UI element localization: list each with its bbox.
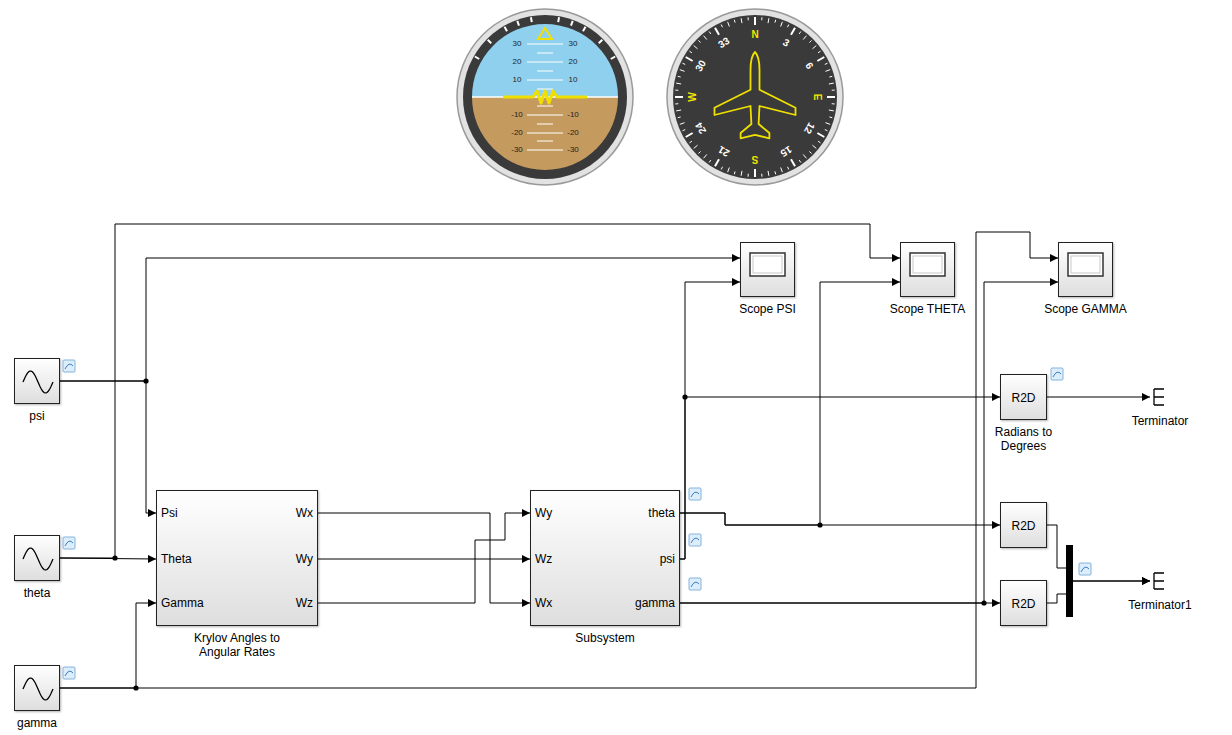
port-label: psi xyxy=(660,552,675,566)
port-label: Wz xyxy=(296,596,313,610)
gain-block: R2D xyxy=(1000,502,1047,548)
pitch-scale-number: -30 xyxy=(511,146,523,154)
block-name: Subsystem xyxy=(535,631,675,645)
port-label: Psi xyxy=(161,506,178,520)
sine-source-block: gamma xyxy=(14,665,60,711)
pitch-scale-number: 20 xyxy=(569,58,578,66)
compass-heading: 21 xyxy=(717,144,732,158)
block-name: Krylov Angles to Angular Rates xyxy=(172,631,302,659)
scope-screen-icon xyxy=(901,243,956,298)
port-label: theta xyxy=(648,506,675,520)
signal-line xyxy=(1047,397,1150,398)
signal-line xyxy=(680,513,1000,525)
signal-line xyxy=(60,381,156,513)
gain-block: R2D xyxy=(1000,580,1047,626)
pitch-scale-number: -20 xyxy=(511,129,523,137)
sine-wave-icon xyxy=(15,359,61,405)
terminator-symbol xyxy=(1150,384,1170,410)
scope-block: Scope PSI xyxy=(740,242,795,297)
pitch-scale-number: -10 xyxy=(567,111,579,119)
sine-source-block: psi xyxy=(14,358,60,404)
pitch-scale-number: 10 xyxy=(569,76,578,84)
block-label: R2D xyxy=(1001,391,1046,405)
subsystem-block: WyWzWxthetapsigammaSubsystem xyxy=(530,490,680,626)
pitch-scale-number: 10 xyxy=(513,76,522,84)
mux-bar xyxy=(1066,545,1073,617)
heading-indicator xyxy=(667,9,843,185)
compass-heading: W xyxy=(688,92,698,101)
pitch-scale-number: -10 xyxy=(511,111,523,119)
block-name: Terminator1 xyxy=(1128,598,1191,612)
block-name: gamma xyxy=(17,716,57,730)
signal-line xyxy=(318,513,530,603)
sine-wave-icon xyxy=(15,536,61,582)
block-name: Terminator xyxy=(1132,414,1189,428)
scope-block: Scope GAMMA xyxy=(1058,242,1113,297)
block-name: Scope GAMMA xyxy=(1044,302,1127,316)
gain-block: R2DRadians to Degrees xyxy=(1000,374,1047,420)
pitch-scale-number: -30 xyxy=(567,146,579,154)
port-label: Gamma xyxy=(161,596,204,610)
block-name: Radians to Degrees xyxy=(993,425,1055,453)
attitude-indicator xyxy=(457,9,633,185)
signal-line xyxy=(680,397,1000,559)
scope-screen-icon xyxy=(741,243,796,298)
block-name: Scope PSI xyxy=(739,302,796,316)
logging-badges xyxy=(63,360,1091,679)
sine-source-block: theta xyxy=(14,535,60,581)
compass-heading: 30 xyxy=(694,59,708,74)
signal-line xyxy=(680,282,1058,603)
branch-points xyxy=(112,378,986,690)
compass-heading: S xyxy=(752,154,759,164)
terminator-symbol xyxy=(1150,568,1170,594)
compass-heading: 3 xyxy=(781,38,791,49)
port-label: Wx xyxy=(296,506,313,520)
block-label: R2D xyxy=(1001,597,1046,611)
terminator-block: Terminator xyxy=(1150,384,1170,410)
signal-line xyxy=(318,513,530,603)
scope-screen-icon xyxy=(1059,243,1114,298)
port-label: gamma xyxy=(635,596,675,610)
terminator-block: Terminator1 xyxy=(1150,568,1170,594)
block-label: R2D xyxy=(1001,519,1046,533)
signal-line xyxy=(1047,525,1150,581)
port-label: Wy xyxy=(535,506,552,520)
block-name: theta xyxy=(24,586,51,600)
signal-line xyxy=(318,559,530,560)
signal-line xyxy=(60,232,1058,688)
pitch-scale-number: -20 xyxy=(567,129,579,137)
pitch-scale-number: 20 xyxy=(513,58,522,66)
port-label: Theta xyxy=(161,552,192,566)
compass-heading: 24 xyxy=(694,121,708,136)
compass-heading: 15 xyxy=(779,144,794,158)
compass-heading: N xyxy=(751,30,758,40)
subsystem-block: PsiThetaGammaWxWyWzKrylov Angles to Angu… xyxy=(156,490,318,626)
port-label: Wx xyxy=(535,596,552,610)
pitch-scale-number: 30 xyxy=(569,40,578,48)
block-name: psi xyxy=(29,409,44,423)
port-label: Wy xyxy=(296,552,313,566)
signal-line xyxy=(680,282,900,525)
pitch-scale-number: 30 xyxy=(513,40,522,48)
signal-line xyxy=(60,603,156,688)
compass-heading: 33 xyxy=(717,36,732,50)
scope-block: Scope THETA xyxy=(900,242,955,297)
port-label: Wz xyxy=(535,552,552,566)
signal-line xyxy=(60,258,740,381)
compass-heading: E xyxy=(812,94,822,101)
compass-heading: 12 xyxy=(802,121,816,136)
block-name: Scope THETA xyxy=(890,302,966,316)
signal-line xyxy=(680,282,740,559)
compass-heading: 6 xyxy=(803,61,814,71)
sine-wave-icon xyxy=(15,666,61,712)
